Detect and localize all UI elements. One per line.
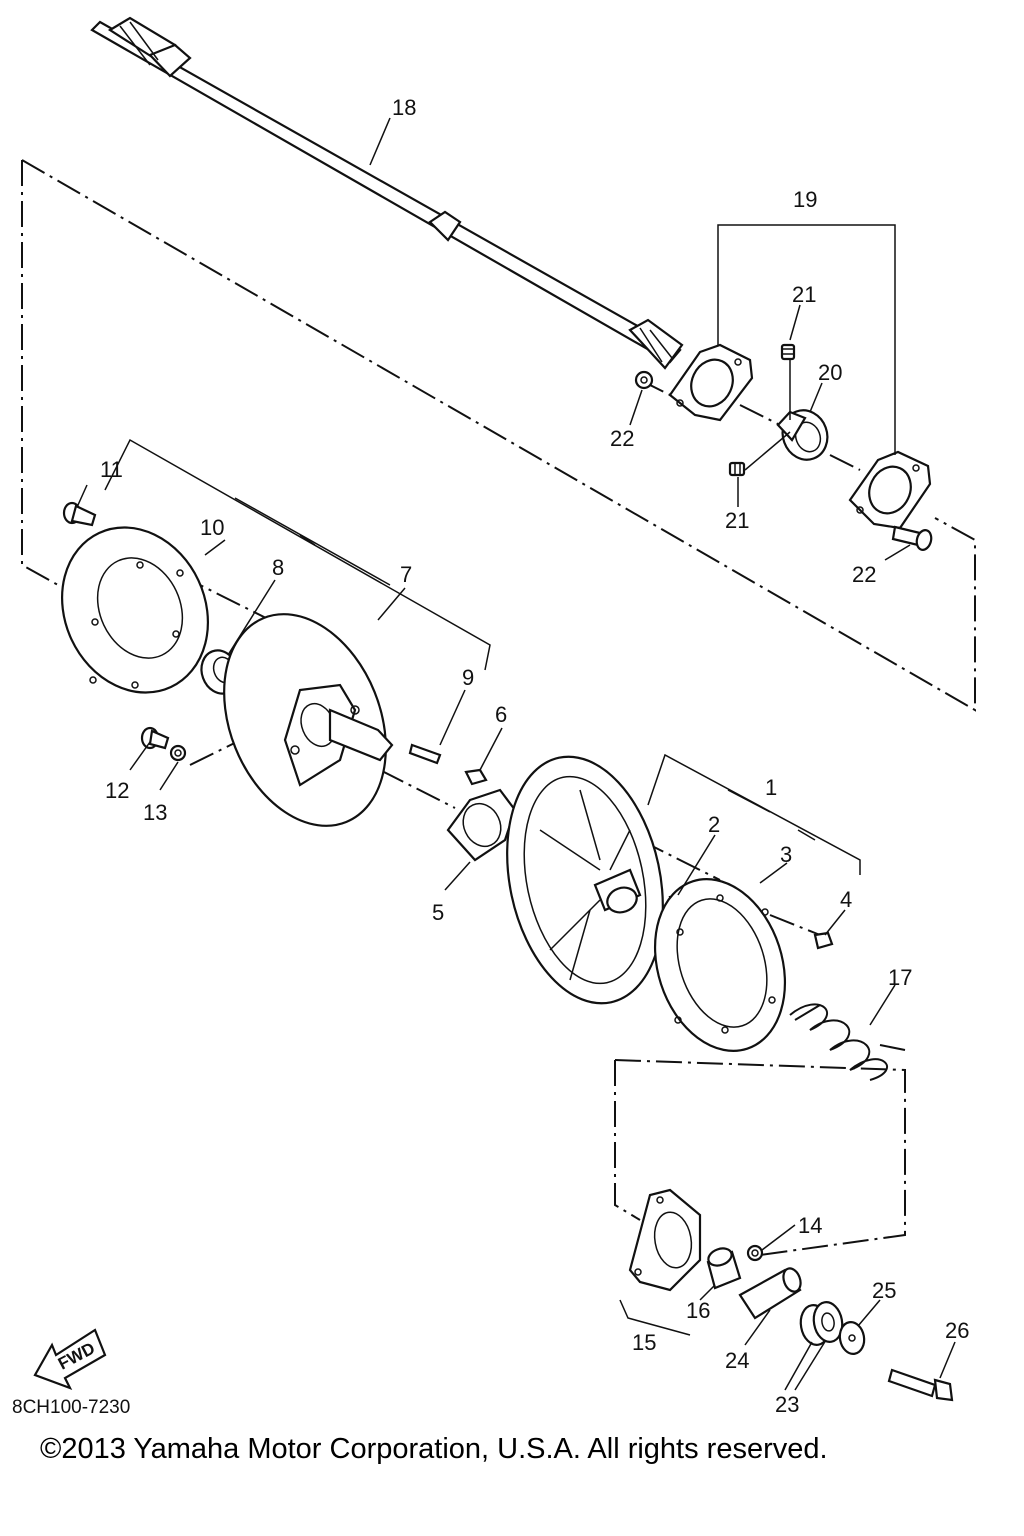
sleeve-25: [738, 1267, 802, 1320]
assembly-outline-lower: [614, 1059, 906, 1256]
leader-lines: [77, 117, 956, 1391]
callout-22-text: 22: [852, 562, 876, 587]
callout-18: 18: [392, 95, 416, 120]
nut-23: [634, 370, 654, 390]
drive-shaft: [90, 16, 684, 370]
callout-20: 20: [818, 360, 842, 385]
callout-14: 14: [798, 1213, 822, 1238]
washer-13: [169, 744, 187, 762]
callout-8: 8: [272, 555, 284, 580]
bearing-flange-upper: [668, 343, 754, 422]
callout-labels: 18 19 21 20 22 21 21 22 11 10 8 7 9 6 12…: [100, 95, 969, 1417]
callout-15: 15: [632, 1330, 656, 1355]
callout-16: 16: [686, 1298, 710, 1323]
cover-15: [628, 1188, 702, 1292]
bushing-16: [706, 1247, 742, 1290]
callout-7: 7: [400, 562, 412, 587]
callout-3: 3: [780, 842, 792, 867]
washer-26: [838, 1321, 866, 1355]
spring-17: [789, 1003, 906, 1081]
bolt-27: [887, 1368, 954, 1402]
set-screw-upper: [780, 343, 796, 361]
callout-19: 19: [793, 187, 817, 212]
callout-25: 24: [725, 1348, 749, 1373]
set-screw-lower: [728, 461, 746, 477]
callout-24: 23: [775, 1392, 799, 1417]
callout-12: 12: [105, 778, 129, 803]
callout-6: 6: [495, 702, 507, 727]
callout-21-lower: 21: [725, 508, 749, 533]
callout-9: 9: [462, 665, 474, 690]
gasket-5: [446, 788, 517, 862]
nut-6: [464, 768, 488, 786]
callout-23: 22: [610, 426, 634, 451]
drawing-code: 8CH100-7230: [12, 1397, 130, 1418]
bearing-24: [799, 1301, 844, 1346]
plate-10: [60, 526, 210, 694]
callout-5: 5: [432, 900, 444, 925]
bearing-flange-lower: [848, 450, 932, 530]
callout-21-upper: 21: [792, 282, 816, 307]
callout-1: 1: [765, 775, 777, 800]
callout-17: 17: [888, 965, 912, 990]
bolt-12: [140, 726, 170, 750]
screw-4: [813, 931, 834, 950]
plate-3: [653, 878, 787, 1052]
callout-4: 4: [840, 887, 852, 912]
fwd-arrow-icon: FWD: [33, 1328, 107, 1391]
callout-11: 11: [100, 457, 123, 482]
nut-14: [746, 1244, 764, 1262]
bearing: [776, 409, 829, 461]
callout-10: 10: [200, 515, 224, 540]
bolt-11: [62, 501, 97, 527]
callout-13: 13: [143, 800, 167, 825]
pin-9: [408, 743, 442, 765]
sheave-7: [223, 613, 394, 827]
callout-27: 26: [945, 1318, 969, 1343]
copyright-notice: ©2013 Yamaha Motor Corporation, U.S.A. A…: [40, 1433, 828, 1465]
callout-26: 25: [872, 1278, 896, 1303]
sheave-assembly-1: [506, 755, 664, 1005]
bolt-22: [891, 525, 933, 551]
callout-2: 2: [708, 812, 720, 837]
